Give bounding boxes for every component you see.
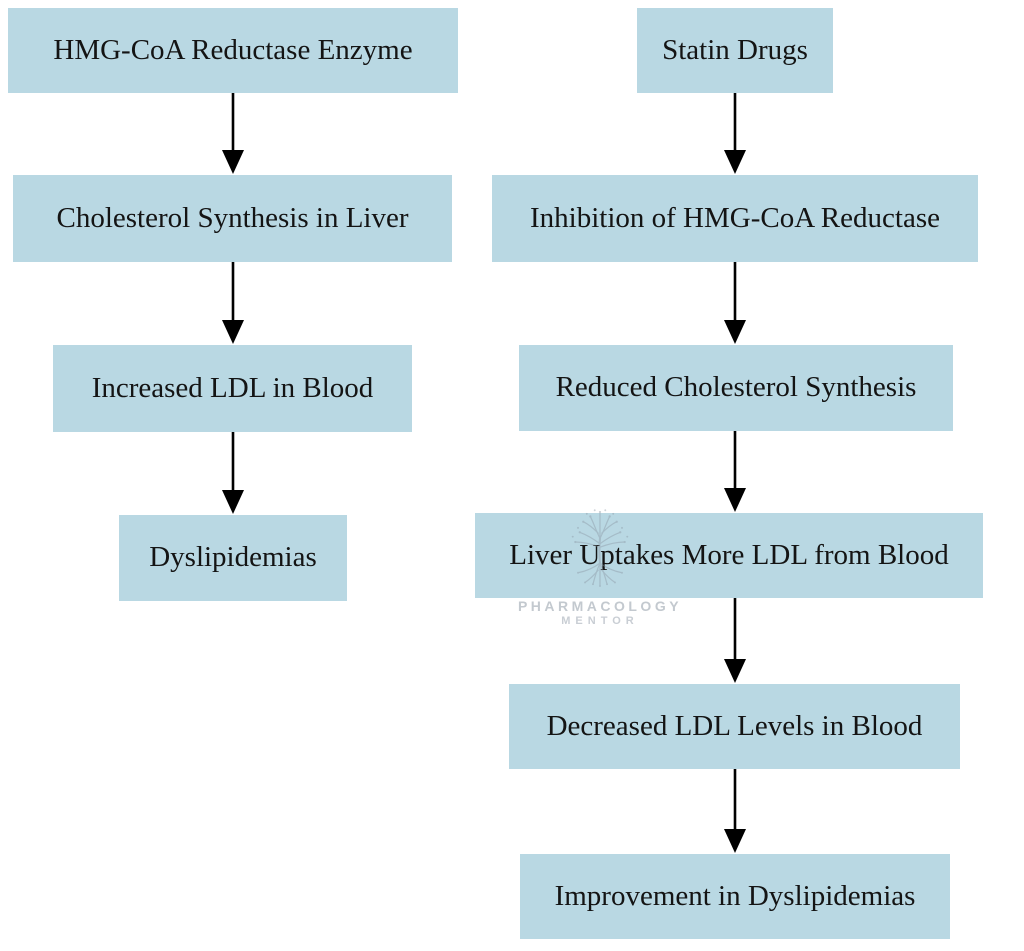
arrowhead-down-icon <box>222 320 244 344</box>
flow-node-label: Improvement in Dyslipidemias <box>554 879 916 912</box>
flow-node-label: Increased LDL in Blood <box>91 371 374 404</box>
flow-arrow-decreased-ldl-levels-to-improvement-dyslipidemias <box>724 769 746 853</box>
watermark-brand-subtext: MENTOR <box>561 615 639 627</box>
flow-node-label: Liver Uptakes More LDL from Blood <box>509 538 949 571</box>
flow-node-label: Cholesterol Synthesis in Liver <box>56 201 409 234</box>
flow-arrow-cholesterol-synthesis-liver-to-increased-ldl-blood <box>222 262 244 344</box>
flow-arrow-inhibition-hmg-coa-reductase-to-reduced-cholesterol-synthesis <box>724 262 746 344</box>
flow-node-label: Dyslipidemias <box>149 541 317 574</box>
arrowhead-down-icon <box>724 659 746 683</box>
arrowhead-down-icon <box>222 150 244 174</box>
flow-node-statin-drugs: Statin Drugs <box>637 8 833 93</box>
flow-arrow-liver-uptakes-more-ldl-to-decreased-ldl-levels <box>724 598 746 683</box>
flow-node-reduced-cholesterol-synthesis: Reduced Cholesterol Synthesis <box>519 345 953 431</box>
flow-arrow-reduced-cholesterol-synthesis-to-liver-uptakes-more-ldl <box>724 431 746 512</box>
arrowhead-down-icon <box>222 490 244 514</box>
flow-node-label: Reduced Cholesterol Synthesis <box>555 371 917 404</box>
flow-node-label: HMG-CoA Reductase Enzyme <box>53 33 413 66</box>
flow-node-cholesterol-synthesis-liver: Cholesterol Synthesis in Liver <box>13 175 452 262</box>
flow-node-increased-ldl-blood: Increased LDL in Blood <box>53 345 412 432</box>
arrowhead-down-icon <box>724 488 746 512</box>
flow-node-inhibition-hmg-coa-reductase: Inhibition of HMG-CoA Reductase <box>492 175 978 262</box>
arrowhead-down-icon <box>724 320 746 344</box>
flow-node-label: Decreased LDL Levels in Blood <box>546 709 923 742</box>
flow-arrow-hmg-coa-reductase-enzyme-to-cholesterol-synthesis-liver <box>222 93 244 174</box>
flow-node-decreased-ldl-levels: Decreased LDL Levels in Blood <box>509 684 960 769</box>
flow-node-hmg-coa-reductase-enzyme: HMG-CoA Reductase Enzyme <box>8 8 458 93</box>
flow-node-label: Inhibition of HMG-CoA Reductase <box>530 201 940 234</box>
flow-node-dyslipidemias: Dyslipidemias <box>119 515 347 601</box>
flow-node-label: Statin Drugs <box>662 33 808 66</box>
flow-arrow-statin-drugs-to-inhibition-hmg-coa-reductase <box>724 93 746 174</box>
flow-arrow-increased-ldl-blood-to-dyslipidemias <box>222 432 244 514</box>
arrowhead-down-icon <box>724 829 746 853</box>
flow-node-improvement-dyslipidemias: Improvement in Dyslipidemias <box>520 854 950 939</box>
flow-node-liver-uptakes-more-ldl: Liver Uptakes More LDL from Blood <box>475 513 983 598</box>
watermark-brand-text: PHARMACOLOGY <box>517 598 683 614</box>
arrowhead-down-icon <box>724 150 746 174</box>
